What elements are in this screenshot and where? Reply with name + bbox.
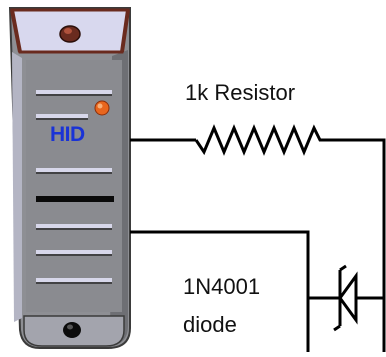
card-reader [8,7,131,349]
screw-icon [63,322,81,338]
reader-logo: HID [50,123,85,146]
wires [130,138,386,352]
led-indicator-icon [94,100,110,116]
wire-right-rail [326,138,386,352]
reader-grille [36,90,112,282]
diode-symbol [333,264,358,332]
diode-part-label: 1N4001 [183,274,261,299]
diode-word-label: diode [183,312,237,337]
resistor-label: 1k Resistor [185,80,296,105]
reader-face [26,60,122,312]
wire-to-diode [130,230,310,352]
reader-center-bar [36,196,114,202]
reader-left-edge [12,52,22,322]
screw-icon [59,25,81,43]
resistor-symbol [194,124,326,156]
